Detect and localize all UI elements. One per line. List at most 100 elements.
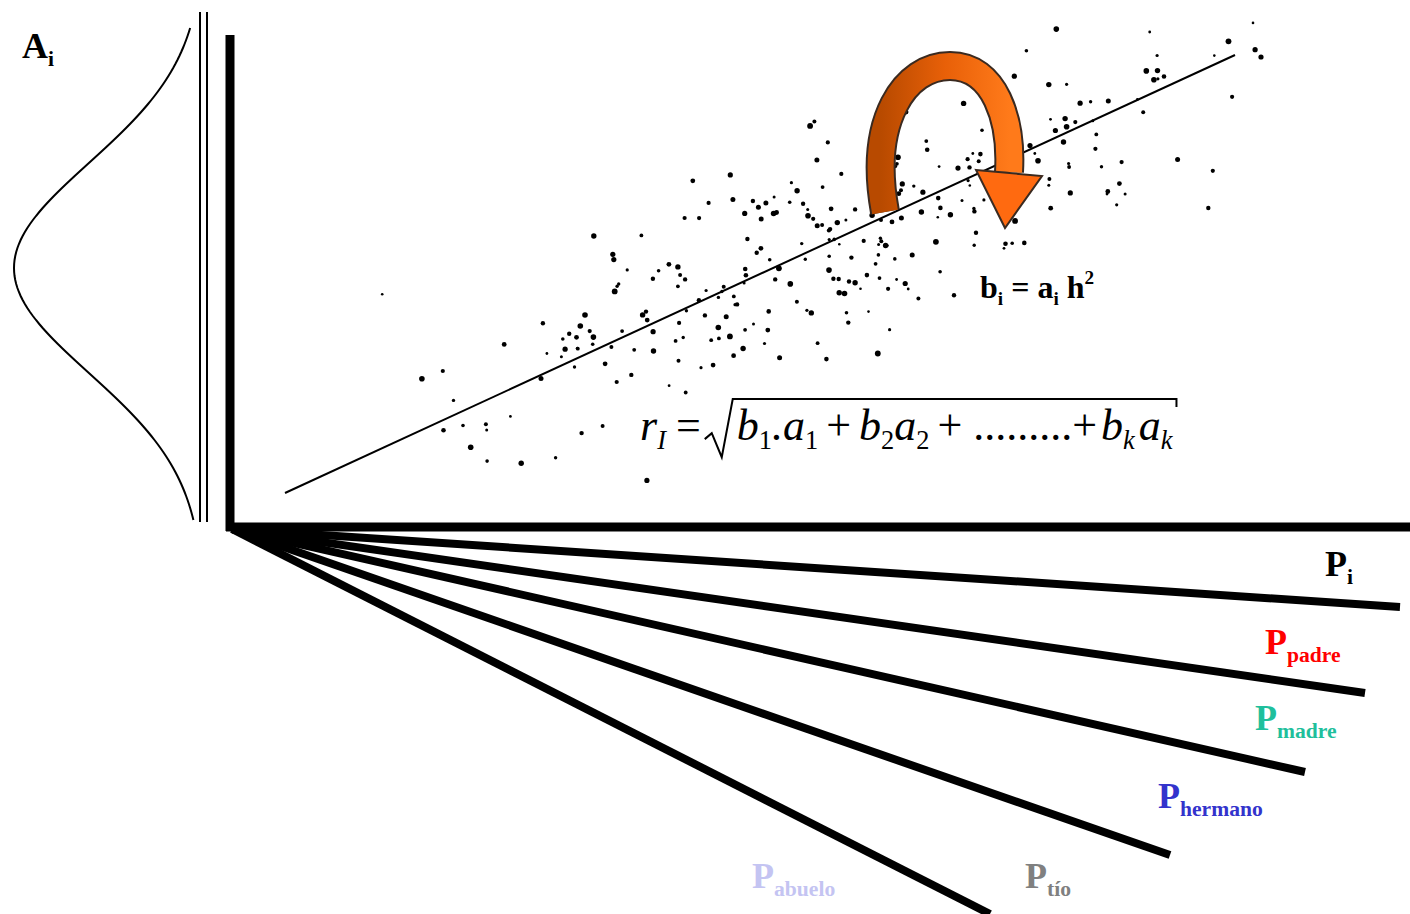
symbol-text: .a xyxy=(772,401,805,450)
scatter-point xyxy=(800,242,803,245)
subscript: i xyxy=(1053,288,1058,309)
scatter-point xyxy=(1012,74,1017,79)
scatter-point xyxy=(419,376,425,382)
scatter-point xyxy=(682,336,685,339)
scatter-point xyxy=(554,456,557,459)
scatter-point xyxy=(771,211,777,217)
subscript: hermano xyxy=(1180,797,1263,821)
scatter-point xyxy=(1061,139,1066,144)
scatter-point xyxy=(974,231,978,235)
scatter-point xyxy=(828,227,832,231)
scatter-point xyxy=(629,373,633,377)
scatter-point xyxy=(788,201,792,205)
scatter-point xyxy=(1106,98,1111,103)
scatter-point xyxy=(441,428,446,433)
scatter-point xyxy=(973,244,976,247)
subscript: i xyxy=(1347,565,1353,589)
axis-label: Ai xyxy=(22,28,54,70)
scatter-point xyxy=(795,300,799,304)
scatter-point xyxy=(903,281,908,286)
scatter-point xyxy=(610,252,615,257)
scatter-point xyxy=(1230,95,1234,99)
scatter-point xyxy=(853,207,857,211)
scatter-point xyxy=(773,196,776,199)
scatter-point xyxy=(657,269,661,273)
scatter-point xyxy=(849,255,853,259)
scatter-point xyxy=(809,310,814,315)
scatter-point xyxy=(1089,100,1092,103)
scatter-point xyxy=(852,280,857,285)
scatter-point xyxy=(846,320,850,324)
scatter-point xyxy=(697,216,701,220)
scatter-point xyxy=(743,267,748,272)
subscript: tío xyxy=(1047,877,1071,901)
scatter-point xyxy=(461,424,465,428)
regression-line xyxy=(285,55,1235,493)
symbol-text: r xyxy=(640,401,657,450)
scatter-point xyxy=(519,461,524,466)
scatter-point xyxy=(667,262,672,267)
scatter-point xyxy=(1106,193,1109,196)
scatter-point xyxy=(705,289,708,292)
scatter-point xyxy=(837,277,841,281)
scatter-point xyxy=(1175,157,1180,162)
scatter-point xyxy=(1213,54,1216,57)
scatter-point xyxy=(632,348,636,352)
scatter-point xyxy=(838,243,841,246)
scatter-point xyxy=(1010,242,1014,246)
distribution-curve xyxy=(14,28,193,520)
scatter-point xyxy=(591,342,595,346)
scatter-point xyxy=(690,178,695,183)
scatter-point xyxy=(1054,26,1060,32)
scatter-point xyxy=(936,196,941,201)
scatter-point xyxy=(611,257,616,262)
scatter-point xyxy=(777,355,782,360)
scatter-point xyxy=(1093,147,1097,151)
scatter-point xyxy=(1226,38,1232,44)
scatter-point xyxy=(859,288,862,291)
scatter-point xyxy=(972,209,976,213)
subscript: I xyxy=(657,425,666,455)
scatter-point xyxy=(1047,177,1051,181)
scatter-point xyxy=(820,223,824,227)
relative-phenotype-label: Phermano xyxy=(1158,778,1263,820)
subscript: 2 xyxy=(881,425,894,455)
scatter-point xyxy=(874,262,878,266)
scatter-point xyxy=(485,428,488,431)
scatter-point xyxy=(1148,31,1151,34)
scatter-point xyxy=(751,199,755,203)
scatter-point xyxy=(862,239,866,243)
scatter-point xyxy=(744,273,749,278)
scatter-point xyxy=(452,399,455,402)
scatter-point xyxy=(626,268,629,271)
scatter-point xyxy=(766,309,771,314)
scatter-point xyxy=(1003,247,1006,250)
scatter-point xyxy=(916,297,920,301)
scatter-point xyxy=(699,366,702,369)
scatter-point xyxy=(735,302,739,306)
scatter-point xyxy=(1068,190,1073,195)
scatter-point xyxy=(722,285,726,289)
scatter-point xyxy=(676,284,680,288)
scatter-point xyxy=(1003,241,1008,246)
scatter-point xyxy=(1067,162,1070,165)
scatter-point xyxy=(952,293,956,297)
scatter-point xyxy=(644,309,648,313)
scatter-point xyxy=(768,258,772,262)
subscript: abuelo xyxy=(774,877,835,901)
scatter-point xyxy=(826,140,830,144)
scatter-point xyxy=(707,201,711,205)
scatter-point xyxy=(879,239,883,243)
scatter-point xyxy=(485,459,489,463)
scatter-point xyxy=(441,369,445,373)
scatter-point xyxy=(546,352,549,355)
scatter-point xyxy=(711,363,716,368)
scatter-point xyxy=(938,270,942,274)
scatter-point xyxy=(900,181,905,186)
scatter-point xyxy=(816,341,820,345)
square-root-sign xyxy=(705,399,1177,457)
scatter-point xyxy=(829,206,834,211)
symbol-text: b xyxy=(1101,401,1123,450)
